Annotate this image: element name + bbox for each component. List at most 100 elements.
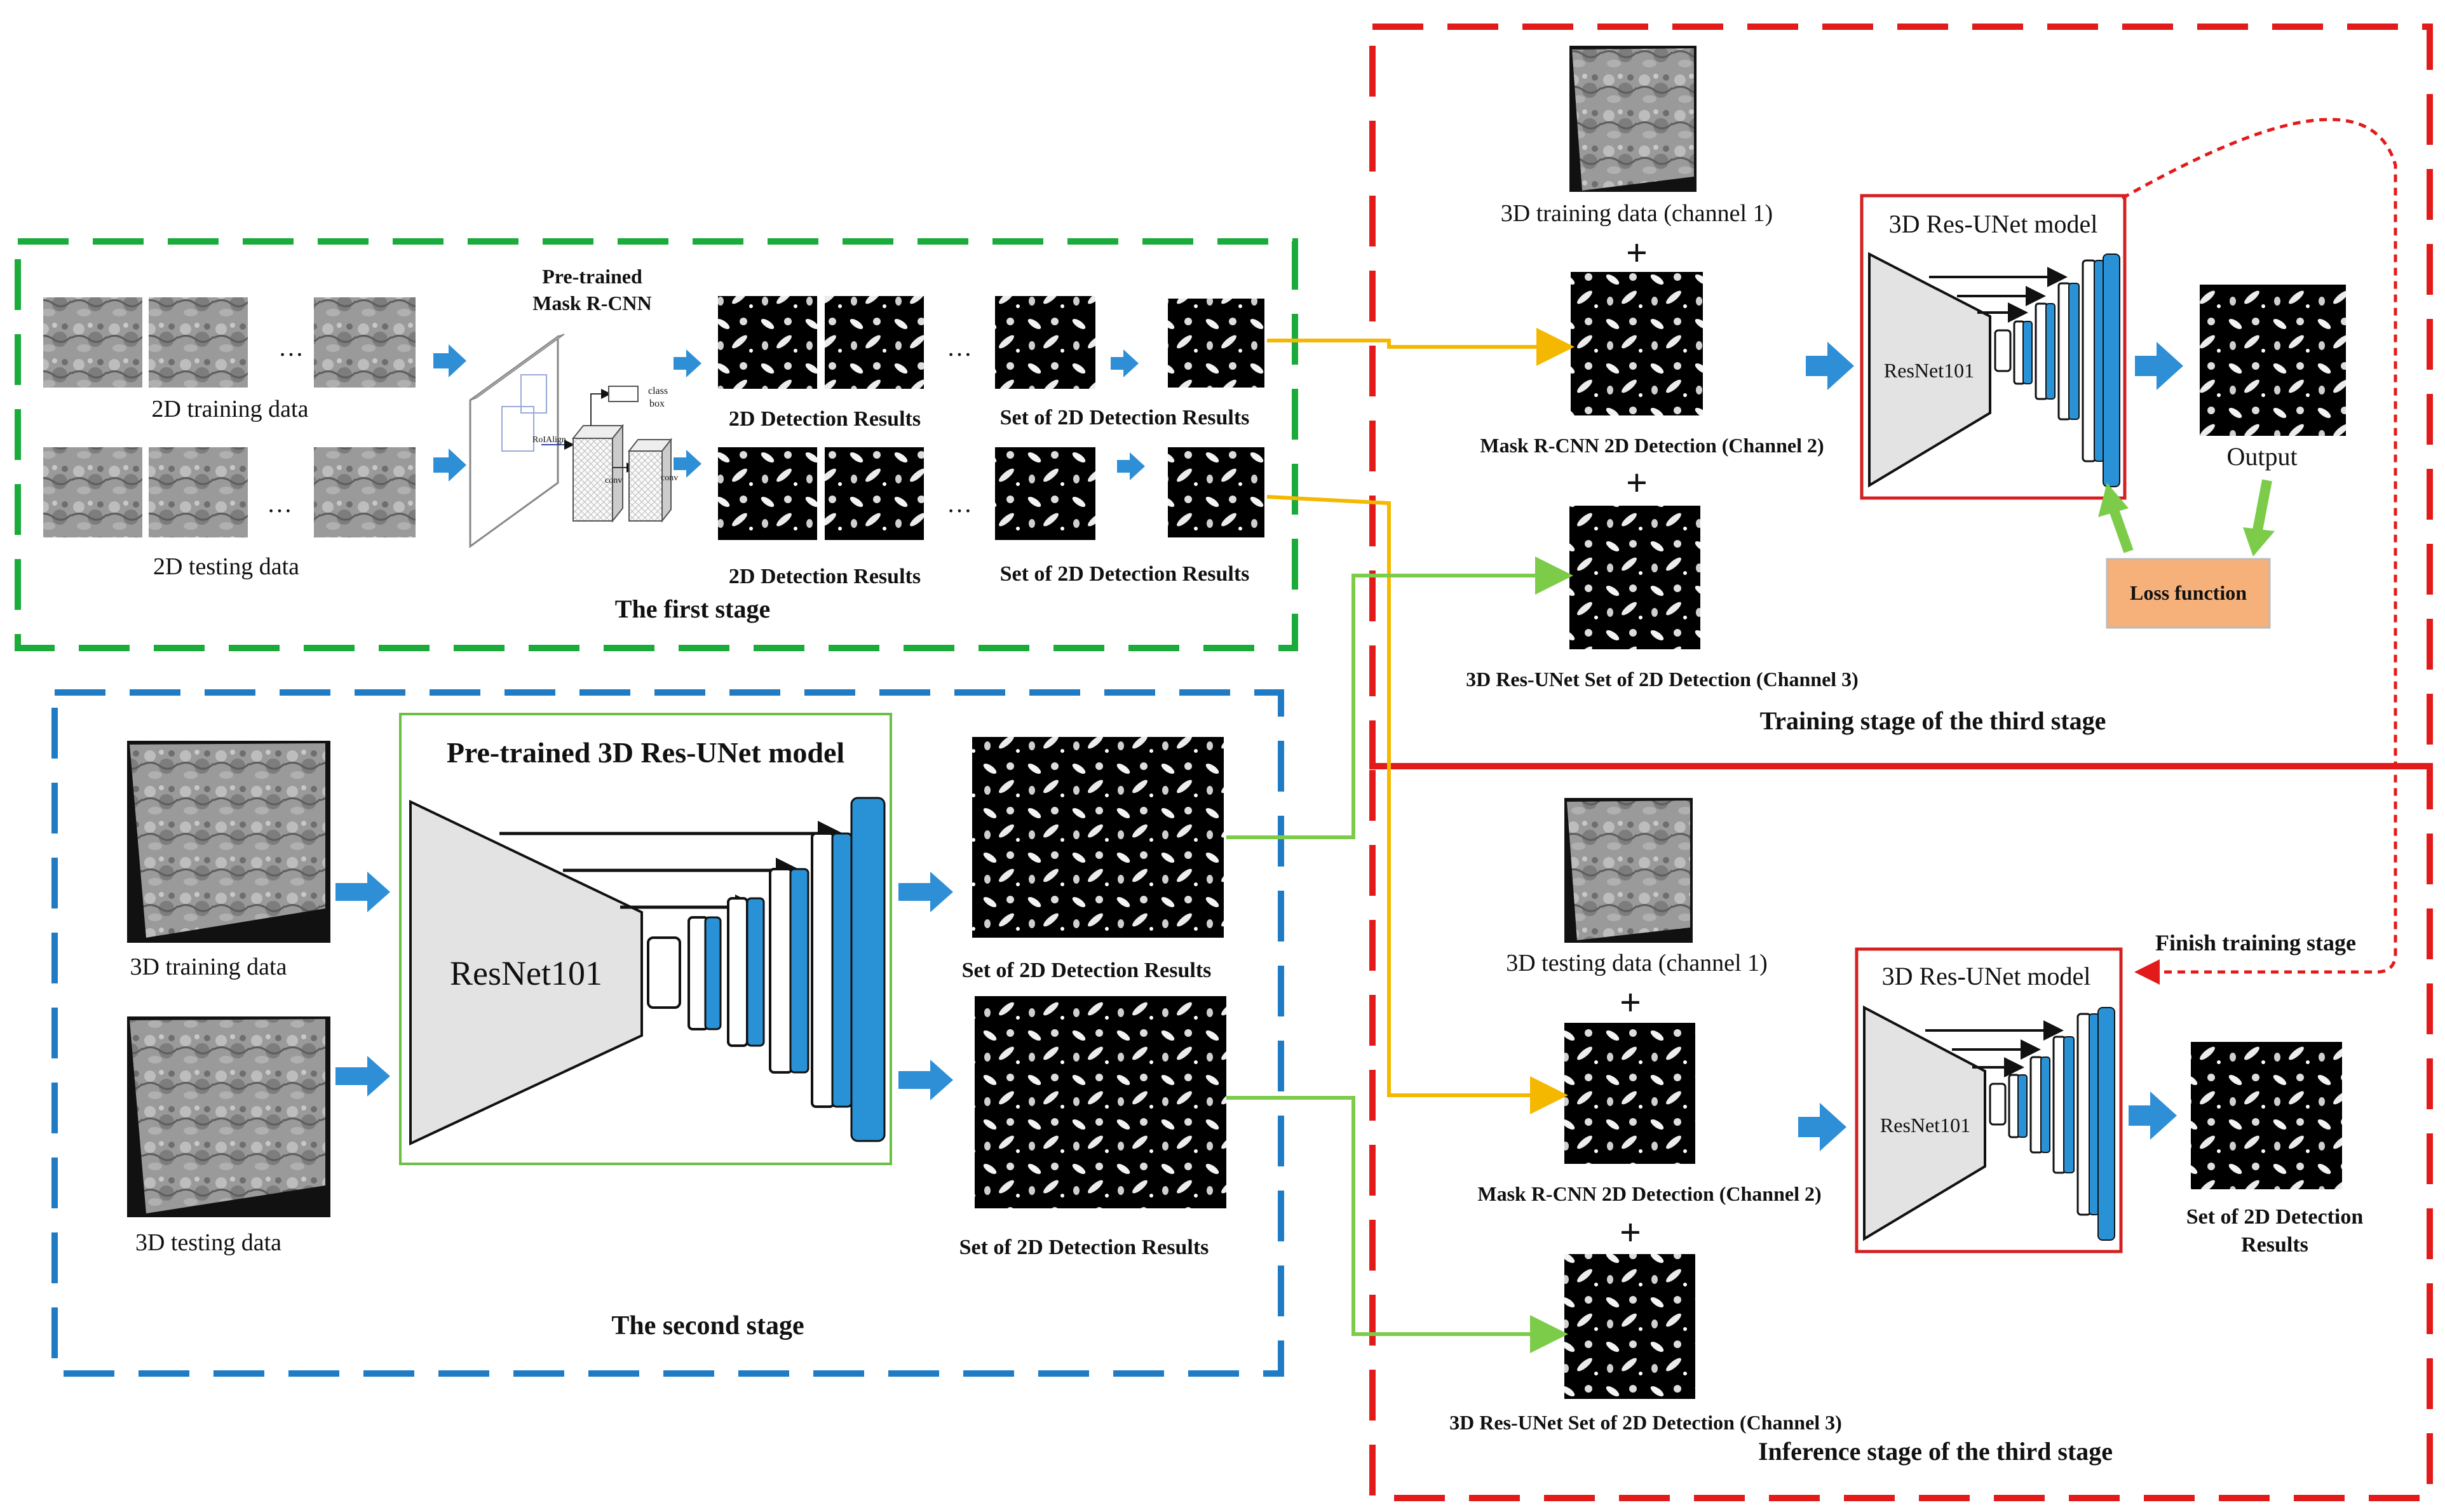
stage2-border <box>51 689 1284 1377</box>
stage3-inference-border <box>1369 763 2433 1501</box>
det-image-test-2 <box>825 447 924 540</box>
arrow-loss-to-model-head <box>2098 483 2129 517</box>
em-image-test-1 <box>43 447 142 537</box>
train-encoder-trapezoid <box>1868 252 1991 488</box>
training-stage-title: Training stage of the third stage <box>1760 706 2106 735</box>
set-results-test-label: Set of 2D Detection Results <box>1000 562 1250 586</box>
arrow-det-to-set-1 <box>1111 349 1139 377</box>
train-2d-label: 2D training data <box>152 396 309 422</box>
arrow-output-to-loss-head <box>2243 527 2275 557</box>
ellipsis-det-test: … <box>947 489 972 518</box>
det-image-test-3 <box>995 447 1095 540</box>
arrow-test-to-mrcnn <box>433 449 466 482</box>
infer-plus-1: + <box>1620 982 1641 1023</box>
green-line-train-ch3 <box>1226 557 1573 839</box>
stage2-encoder-label: ResNet101 <box>450 954 602 992</box>
test-3d-label: 3D testing data <box>135 1229 281 1256</box>
det-image-test-1 <box>718 447 817 540</box>
stage1-title: The first stage <box>615 595 770 623</box>
infer-ch3-label: 3D Res-UNet Set of 2D Detection (Channel… <box>1449 1411 1842 1434</box>
stage2-title: The second stage <box>611 1311 804 1340</box>
train-decoder <box>1994 253 2120 487</box>
train-plus-2: + <box>1626 462 1648 504</box>
mrcnn-title-line2: Mask R-CNN <box>532 292 652 314</box>
em-image-test-3 <box>314 447 416 537</box>
stage2-group: 3D training data 3D testing data Pre-tra… <box>51 689 1284 1377</box>
train-ch2-image <box>1571 272 1703 415</box>
train-ch1-label: 3D training data (channel 1) <box>1501 200 1773 227</box>
stage2-decoder <box>647 797 886 1142</box>
em-image-train-1 <box>43 297 142 388</box>
conv-label-2: conv <box>661 473 678 483</box>
test-2d-label: 2D testing data <box>153 553 299 580</box>
infer-ch1-label: 3D testing data (channel 1) <box>1506 950 1768 976</box>
class-label: class <box>648 386 668 396</box>
arrow-cube-test-to-model <box>335 1056 390 1097</box>
em-image-train-3 <box>314 297 416 388</box>
yellow-line-infer-ch2 <box>1266 495 1568 1114</box>
mrcnn-title-line1: Pre-trained <box>542 265 642 288</box>
det-results-test-label: 2D Detection Results <box>729 565 921 588</box>
arrow-mrcnn-to-det-1 <box>674 349 701 377</box>
arrow-loss-to-model <box>2108 506 2134 553</box>
box-label: box <box>649 398 665 409</box>
ellipsis-test: … <box>267 489 292 518</box>
train-output-label: Output <box>2226 442 2297 471</box>
arrow-train-ch-to-model <box>1806 342 1854 390</box>
roialign-label: RoIAlign <box>532 435 566 445</box>
connectors <box>1226 118 2397 1353</box>
infer-encoder-trapezoid <box>1863 1005 1986 1241</box>
infer-result-label-1: Set of 2D Detection <box>2186 1205 2364 1229</box>
ellipsis-det-train: … <box>947 333 972 361</box>
set-results-train-label: Set of 2D Detection Results <box>1000 406 1250 429</box>
arrow-output-to-loss <box>2252 479 2272 535</box>
set-image-test <box>1168 447 1264 537</box>
ellipsis-train: … <box>278 333 304 361</box>
stage2-model-title: Pre-trained 3D Res-UNet model <box>447 736 844 769</box>
arrow-infer-model-to-result <box>2129 1091 2177 1140</box>
train-ch3-label: 3D Res-UNet Set of 2D Detection (Channel… <box>1466 668 1859 691</box>
infer-skip-arrows <box>1925 1020 2064 1077</box>
arrow-train-model-to-output <box>2135 342 2183 390</box>
conv-label-1: conv <box>605 476 622 485</box>
loss-function-box <box>2106 558 2271 629</box>
arrow-model-to-set-2 <box>898 1060 953 1100</box>
train-ch3-image <box>1569 506 1700 649</box>
infer-encoder-label: ResNet101 <box>1880 1114 1970 1137</box>
arrow-mrcnn-to-det-2 <box>674 450 701 478</box>
inference-stage-title: Inference stage of the third stage <box>1758 1437 2113 1466</box>
infer-decoder <box>1989 1007 2115 1241</box>
arrow-train-to-mrcnn <box>433 344 466 377</box>
stage2-set-label-2: Set of 2D Detection Results <box>959 1236 1209 1259</box>
det-image-train-3 <box>995 296 1095 389</box>
cube-3d-test-ch1 <box>1564 798 1693 943</box>
stage2-set-image-1 <box>972 737 1224 938</box>
infer-model-title: 3D Res-UNet model <box>1882 962 2091 990</box>
train-encoder-label: ResNet101 <box>1884 359 1974 382</box>
yellow-line-train-ch2 <box>1267 328 1575 366</box>
stage2-set-image-2 <box>975 996 1226 1208</box>
red-dotted-finish-line <box>2121 118 2397 985</box>
train-plus-1: + <box>1626 232 1648 274</box>
cube-3d-train-ch1 <box>1569 46 1697 192</box>
det-results-train-label: 2D Detection Results <box>729 407 921 431</box>
train-3d-label: 3D training data <box>130 954 287 980</box>
arrow-infer-ch-to-model <box>1798 1103 1846 1151</box>
stage2-set-label-1: Set of 2D Detection Results <box>962 959 1212 982</box>
train-skip-arrows <box>1929 267 2068 323</box>
em-image-test-2 <box>149 447 248 537</box>
infer-plus-2: + <box>1620 1212 1641 1253</box>
stage1-border <box>15 238 1298 651</box>
infer-result-label-2: Results <box>2241 1233 2308 1257</box>
train-output-image <box>2200 285 2346 436</box>
loss-function-label: Loss function <box>2130 581 2247 604</box>
infer-ch2-image <box>1564 1023 1695 1164</box>
green-line-infer-ch3 <box>1226 1096 1568 1353</box>
stage1-group: … 2D training data … 2D testing data Pre… <box>15 238 1298 651</box>
arrow-det-to-set-2 <box>1117 452 1145 480</box>
set-image-train <box>1168 299 1264 388</box>
em-image-train-2 <box>149 297 248 388</box>
cube-3d-test <box>127 1016 330 1217</box>
arrow-cube-train-to-model <box>335 872 390 912</box>
